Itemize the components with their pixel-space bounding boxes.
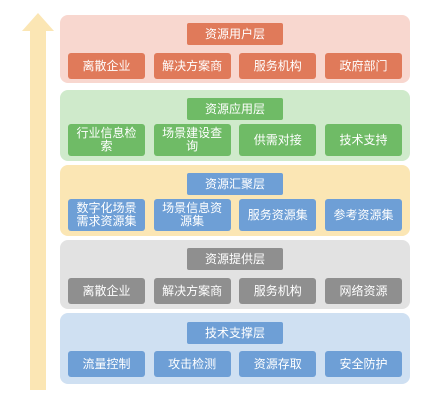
item-solution-provider: 解决方案商	[153, 53, 231, 79]
item-discrete-enterprise-supply: 离散企业	[68, 278, 145, 304]
layer-items-resource-aggregation: 数字化场景需求资源集 场景信息资源集 服务资源集 参考资源集	[68, 199, 402, 231]
item-network-resources: 网络资源	[324, 278, 402, 304]
item-discrete-enterprise: 离散企业	[68, 53, 145, 79]
item-supply-demand-matching: 供需对接	[239, 124, 317, 156]
layer-items-technical-support: 流量控制 攻击检测 资源存取 安全防护	[68, 351, 402, 377]
layer-title-resource-application: 资源应用层	[187, 98, 283, 120]
item-service-agency: 服务机构	[239, 53, 317, 79]
item-traffic-control: 流量控制	[68, 351, 145, 377]
item-industry-info-search: 行业信息检索	[68, 124, 145, 156]
item-technical-support: 技术支持	[324, 124, 402, 156]
layer-items-resource-user: 离散企业 解决方案商 服务机构 政府部门	[68, 53, 402, 79]
layer-title-technical-support: 技术支撑层	[187, 322, 283, 344]
upward-arrow-icon	[22, 13, 54, 390]
item-resource-access: 资源存取	[239, 351, 317, 377]
item-scene-info-resource-set: 场景信息资源集	[153, 199, 231, 231]
layer-resource-application: 资源应用层 行业信息检索 场景建设查询 供需对接 技术支持	[60, 90, 410, 161]
item-scene-construction-query: 场景建设查询	[153, 124, 231, 156]
layer-technical-support: 技术支撑层 流量控制 攻击检测 资源存取 安全防护	[60, 313, 410, 384]
item-service-agency-supply: 服务机构	[239, 278, 317, 304]
item-solution-provider-supply: 解决方案商	[153, 278, 231, 304]
item-reference-resource-set: 参考资源集	[324, 199, 402, 231]
layer-items-resource-application: 行业信息检索 场景建设查询 供需对接 技术支持	[68, 124, 402, 156]
item-digital-scene-demand-set: 数字化场景需求资源集	[68, 199, 145, 231]
layer-resource-user: 资源用户层 离散企业 解决方案商 服务机构 政府部门	[60, 15, 410, 83]
item-security-protection: 安全防护	[324, 351, 402, 377]
layer-resource-aggregation: 资源汇聚层 数字化场景需求资源集 场景信息资源集 服务资源集 参考资源集	[60, 165, 410, 236]
layer-items-resource-supply: 离散企业 解决方案商 服务机构 网络资源	[68, 278, 402, 304]
layer-title-resource-supply: 资源提供层	[187, 248, 283, 270]
layer-title-resource-user: 资源用户层	[187, 23, 283, 45]
layer-resource-supply: 资源提供层 离散企业 解决方案商 服务机构 网络资源	[60, 240, 410, 309]
item-attack-detection: 攻击检测	[153, 351, 231, 377]
layer-title-resource-aggregation: 资源汇聚层	[187, 173, 283, 195]
item-government-department: 政府部门	[324, 53, 402, 79]
item-service-resource-set: 服务资源集	[239, 199, 317, 231]
